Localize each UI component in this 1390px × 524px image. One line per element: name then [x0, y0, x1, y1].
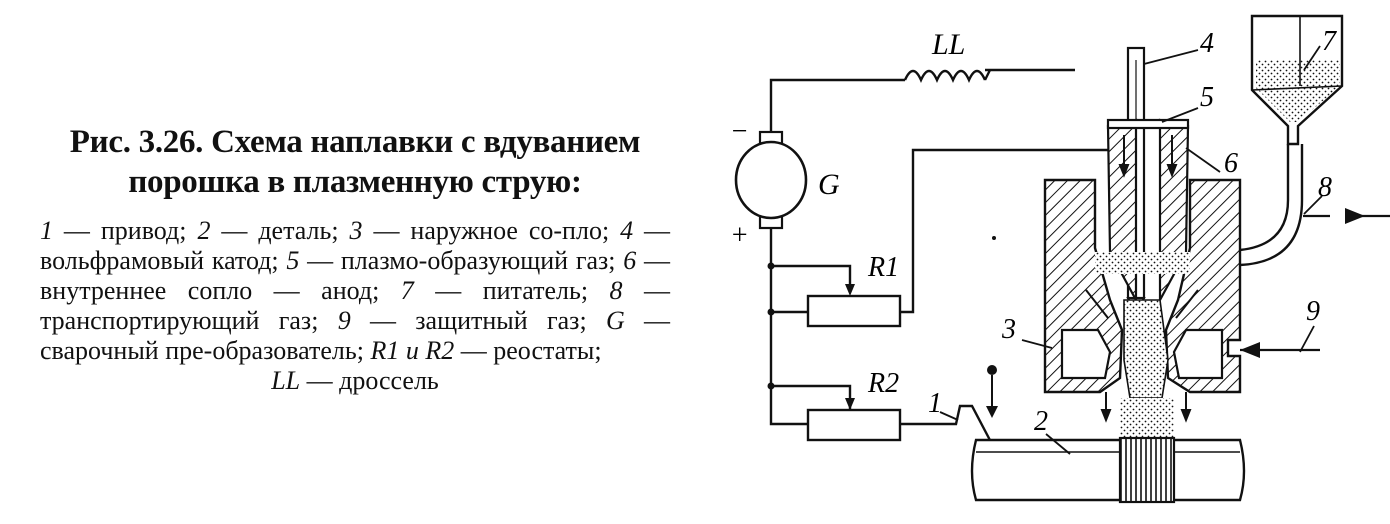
plasma-surfacing-diagram: LL G − + R1 R2 1 2 3 4 5 6 7 8 9 [730, 14, 1390, 504]
workpiece [970, 436, 1246, 504]
legend-num: 3 [349, 216, 363, 245]
label-3: 3 [1001, 314, 1016, 345]
rheostat-r1 [806, 284, 902, 328]
label-7: 7 [1322, 26, 1337, 57]
legend-text: питатель; [482, 276, 589, 305]
legend-text: транспортирующий газ; [40, 306, 319, 335]
label-9: 9 [1306, 296, 1320, 327]
label-4: 4 [1200, 28, 1214, 59]
caption-legend: 1 — привод; 2 — деталь; 3 — наружное со-… [40, 216, 671, 395]
legend-num: 1 [40, 216, 53, 245]
legend-num: 9 [337, 306, 351, 335]
powder-jet [1120, 398, 1174, 438]
shielding-gas-arrow [1240, 342, 1320, 358]
legend-text: дроссель [339, 366, 439, 395]
legend-text: плазмо-образующий газ; [340, 246, 616, 275]
legend-text: деталь; [258, 216, 339, 245]
circuit-wires [769, 68, 1108, 445]
legend-text: наружное со-пло; [410, 216, 610, 245]
legend-num: 8 [609, 276, 623, 305]
legend-text: защитный газ; [415, 306, 587, 335]
label-plus: + [730, 220, 749, 251]
figure-caption: Рис. 3.26. Схема наплавки с вдуванием по… [40, 122, 670, 396]
gas-flow-arrows [1085, 135, 1199, 423]
caption-title: Рис. 3.26. Схема наплавки с вдуванием по… [40, 122, 670, 202]
legend-num: 2 [197, 216, 211, 245]
label-8: 8 [1318, 172, 1332, 203]
legend-num: 5 [286, 246, 300, 275]
legend-num: 6 [623, 246, 637, 275]
label-r2: R2 [867, 368, 899, 399]
caption-title-line-2: порошка в плазменную струю: [128, 164, 582, 200]
label-ll: LL [931, 28, 965, 61]
label-g: G [818, 168, 840, 201]
label-minus: − [730, 116, 749, 147]
legend-text: вольфрамовый катод; [40, 246, 279, 275]
legend-num: R1 и R2 [370, 336, 455, 365]
legend-text: реостаты; [493, 336, 602, 365]
drive-marker [986, 365, 998, 418]
label-r1: R1 [867, 252, 899, 283]
rheostat-r2 [806, 398, 902, 442]
label-1: 1 [928, 388, 942, 419]
caption-title-line-1: Рис. 3.26. Схема наплавки с вдуванием [69, 124, 641, 160]
legend-num: LL [271, 366, 301, 395]
legend-text: сварочный пре-образователь; [40, 336, 364, 365]
label-2: 2 [1034, 406, 1048, 437]
legend-text: привод; [100, 216, 187, 245]
legend-text: внутреннее сопло — анод; [40, 276, 380, 305]
legend-num: G [605, 306, 625, 335]
outer-nozzle [1043, 178, 1242, 394]
legend-num: 4 [620, 216, 634, 245]
label-5: 5 [1200, 82, 1214, 113]
legend-num: 7 [400, 276, 414, 305]
plasma-channel [1123, 299, 1169, 399]
leader-lines [939, 45, 1323, 455]
transport-tube [1239, 144, 1304, 267]
generator-g [734, 130, 808, 230]
inductor-ll [903, 69, 987, 83]
label-6: 6 [1224, 148, 1238, 179]
